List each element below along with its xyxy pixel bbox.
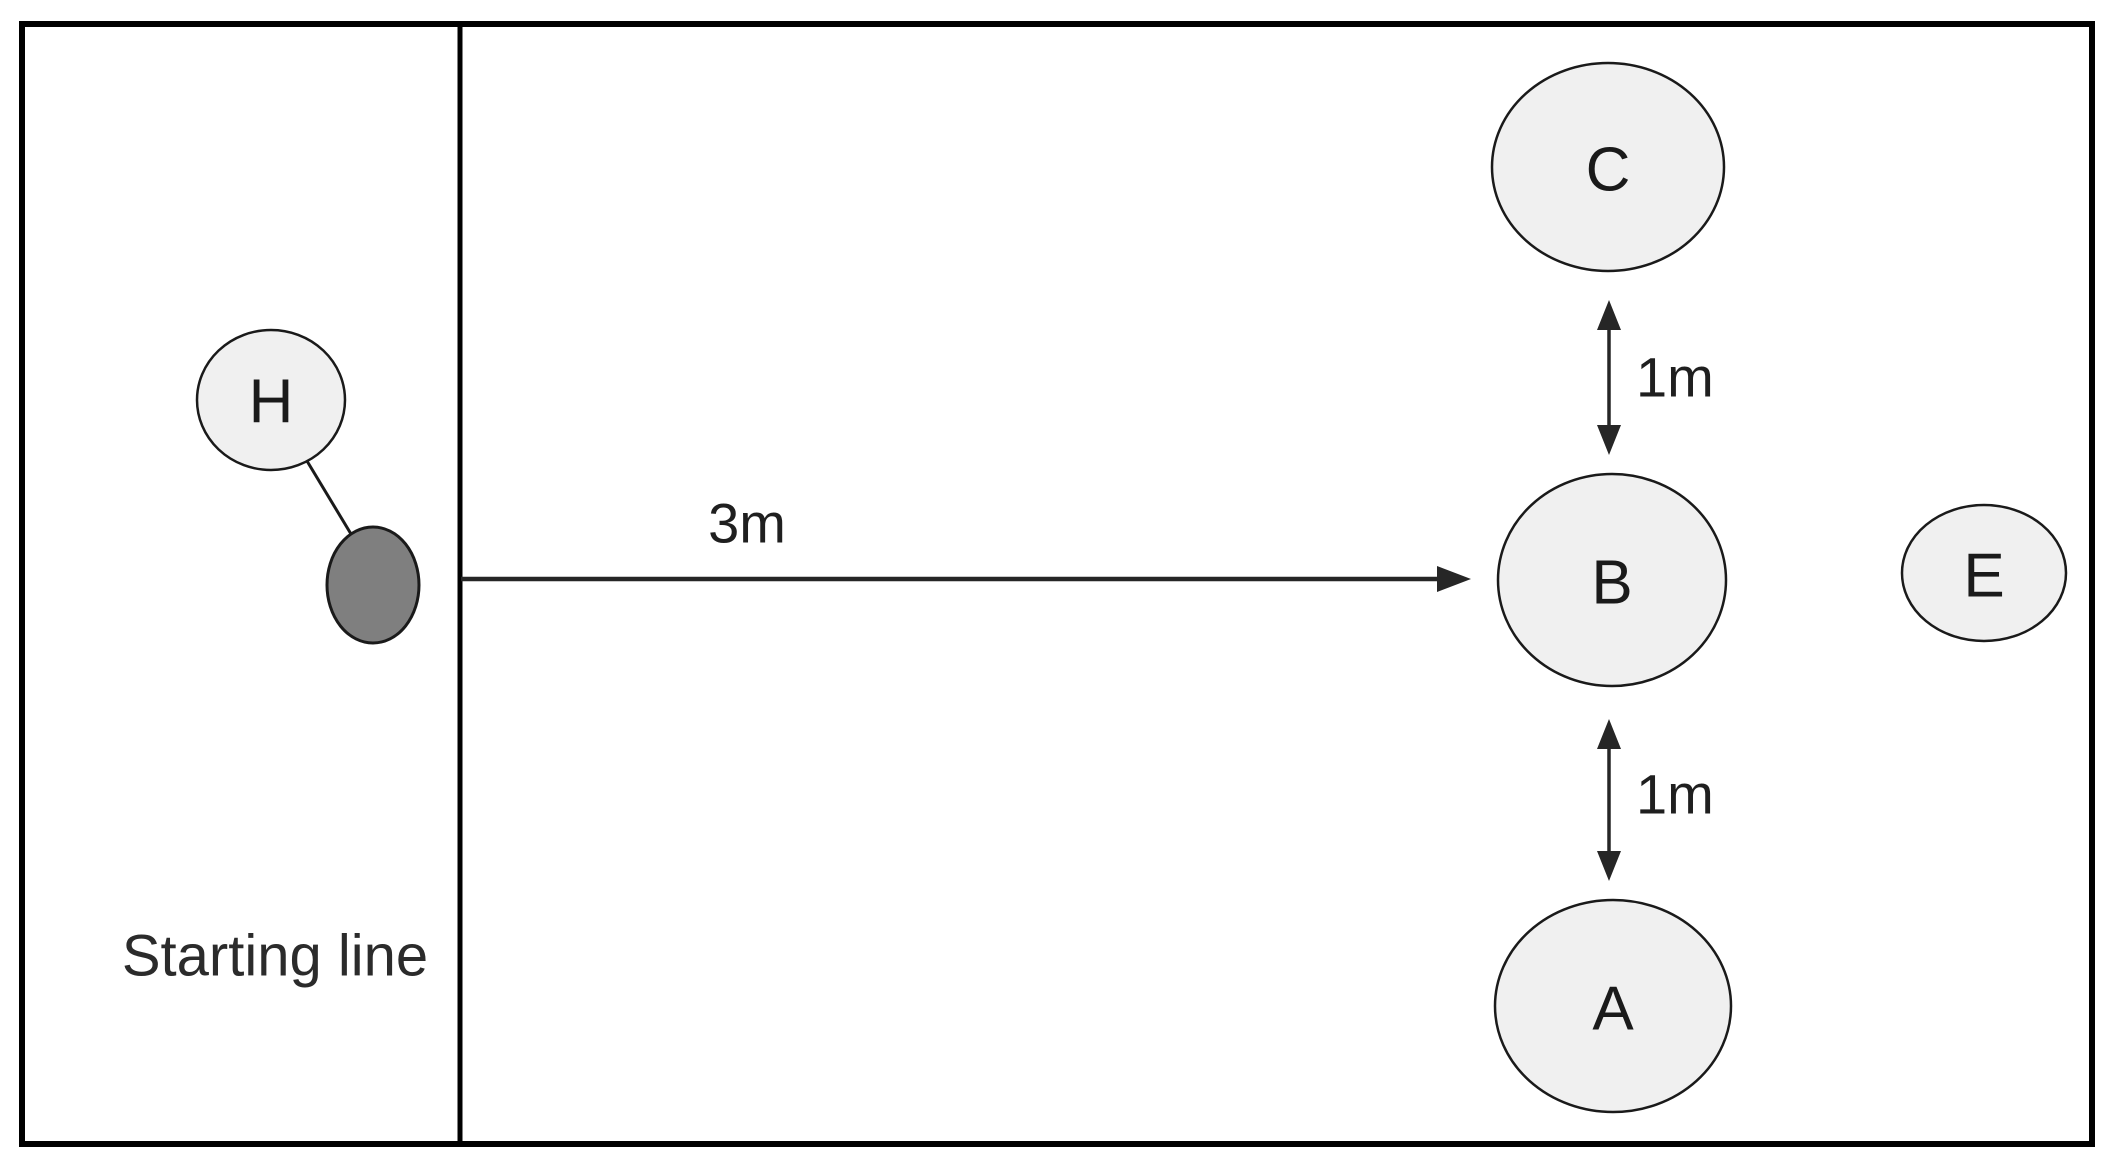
gap-arrow-b-a-bottom-arrowhead-icon (1597, 851, 1621, 881)
circle-h (195, 328, 347, 472)
starting-line-label: Starting line (122, 924, 428, 989)
circle-h-label: H (249, 368, 294, 437)
gap-arrow-c-b-bottom-arrowhead-icon (1597, 425, 1621, 455)
gap-arrow-b-a-top-arrowhead-icon (1597, 719, 1621, 749)
gap-arrow-c-b-top-arrowhead-icon (1597, 300, 1621, 330)
circle-e-label: E (1963, 542, 2004, 611)
gap-b-a-distance-label: 1m (1636, 763, 1714, 826)
ball-ellipse (325, 525, 421, 645)
circle-e (1900, 503, 2068, 643)
throw-arrowhead-icon (1437, 566, 1471, 592)
thrower-connector-line (305, 460, 353, 535)
circle-a (1493, 898, 1733, 1114)
throw-distance-label: 3m (708, 492, 786, 555)
circle-c (1490, 61, 1726, 273)
circle-b-label: B (1591, 549, 1632, 618)
circle-b (1496, 472, 1728, 688)
circle-a-label: A (1592, 975, 1634, 1044)
gap-c-b-distance-label: 1m (1636, 346, 1714, 409)
circle-c-label: C (1586, 136, 1631, 205)
